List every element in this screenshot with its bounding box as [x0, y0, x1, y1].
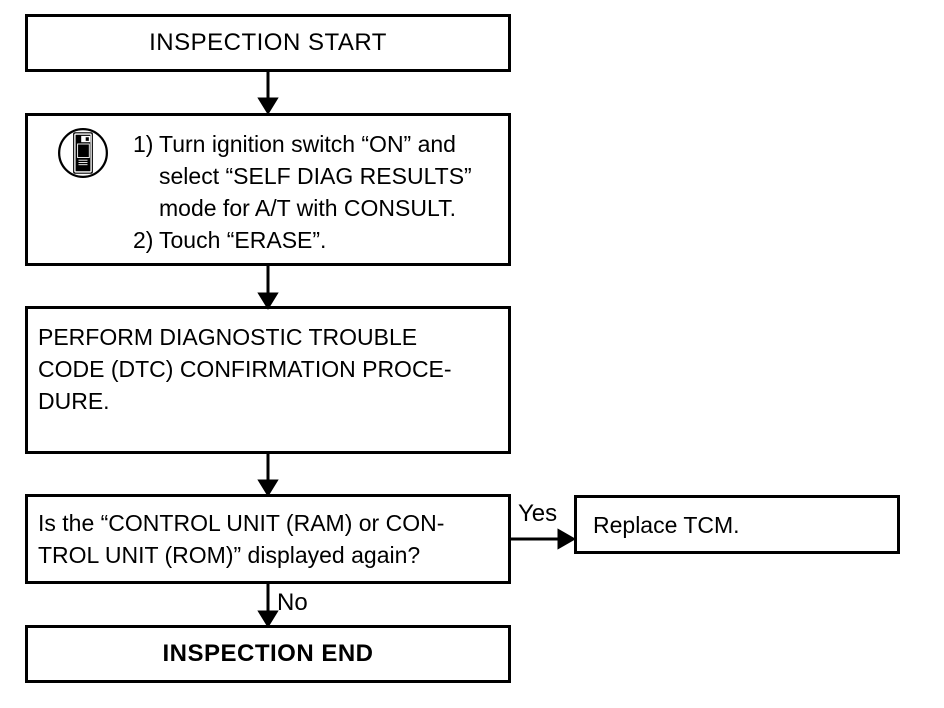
- step-2-number: 2): [133, 227, 154, 253]
- step-2-text: Touch “ERASE”.: [159, 227, 327, 253]
- decision-box: Is the “CONTROL UNIT (RAM) or CON- TROL …: [25, 494, 511, 584]
- yes-edge-label: Yes: [518, 500, 558, 527]
- step-1-number: 1): [133, 131, 154, 157]
- consult-steps-text: 1) Turn ignition switch “ON” and select …: [133, 128, 502, 256]
- end-box-label: INSPECTION END: [162, 640, 374, 667]
- consult-steps-box: 1) Turn ignition switch “ON” and select …: [25, 113, 511, 266]
- replace-tcm-box: Replace TCM.: [574, 495, 900, 554]
- dtc-confirmation-box: PERFORM DIAGNOSTIC TROUBLE CODE (DTC) CO…: [25, 306, 511, 454]
- start-box: INSPECTION START: [25, 14, 511, 72]
- consult-step-1: 1) Turn ignition switch “ON” and select …: [133, 128, 502, 224]
- arrowhead-decision-to-replace: [557, 528, 577, 550]
- start-box-label: INSPECTION START: [149, 29, 387, 56]
- arrowhead-dtc-to-decision: [257, 479, 279, 497]
- arrowhead-decision-to-end: [257, 610, 279, 628]
- replace-tcm-label: Replace TCM.: [593, 511, 740, 538]
- consult-step-2: 2) Touch “ERASE”.: [133, 224, 502, 256]
- no-edge-label: No: [277, 589, 308, 616]
- consult-device-icon: [56, 126, 110, 180]
- arrowhead-start-to-consult: [257, 97, 279, 115]
- end-box: INSPECTION END: [25, 625, 511, 683]
- step-1-lines: Turn ignition switch “ON” and select “SE…: [159, 131, 472, 221]
